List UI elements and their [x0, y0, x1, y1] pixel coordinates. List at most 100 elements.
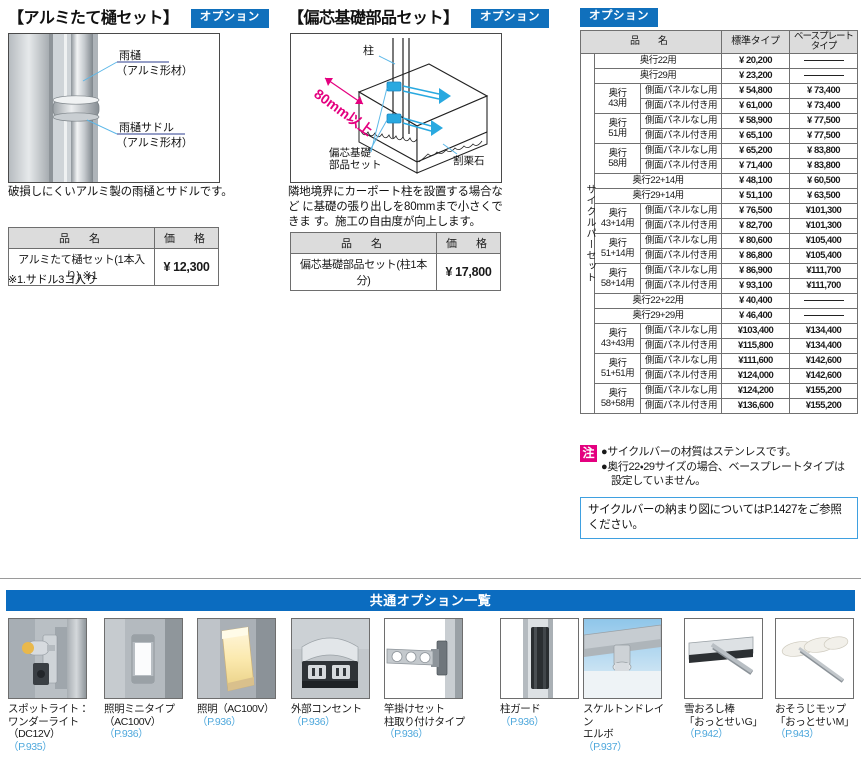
price-value: 12,300 [173, 260, 210, 274]
cell-panel-variant: 側面パネル付き用 [639, 218, 723, 234]
cell-price-baseplate: ¥134,400 [789, 323, 859, 339]
gallery-item-caption: 柱ガード（P.936） [500, 703, 590, 728]
svg-text:（アルミ形材）: （アルミ形材） [116, 135, 193, 149]
table-row: 奥行29用¥ 23,200 [581, 68, 859, 84]
gallery-item-page-ref[interactable]: （P.936） [291, 715, 336, 728]
pole-hanger-icon [384, 618, 463, 699]
gallery-item-page-ref[interactable]: （P.936） [104, 728, 149, 740]
cyclebar-price-table: 品 名 標準タイプ ベースプレートタイプ サイクルパーセット奥行22用¥ 20,… [579, 30, 859, 414]
cell-panel-variant: 側面パネル付き用 [639, 158, 723, 174]
col-header-standard: 標準タイプ [721, 30, 791, 54]
table-row: サイクルパーセット奥行22用¥ 20,200 [580, 53, 859, 414]
cell-price-baseplate: ¥ 60,500 [789, 173, 859, 189]
table-row: 側面パネル付き用¥124,000¥142,600 [581, 368, 859, 384]
cell-price-baseplate: ¥ 77,500 [789, 128, 859, 144]
gallery-item-page-ref[interactable]: （P.936） [197, 715, 242, 728]
cell-product-name: アルミたて樋セット(1本入り) ※1 [8, 248, 155, 286]
cell-price-standard: ¥ 58,900 [721, 113, 791, 129]
cell-price-standard: ¥124,000 [721, 368, 791, 384]
section2-header: 【偏芯基礎部品セット】 オプション [288, 4, 549, 31]
gallery-item[interactable]: 雪おろし棒「おっとせいG」（P.942） [684, 618, 774, 741]
cell-price-standard: ¥103,400 [721, 323, 791, 339]
gallery-item-page-ref[interactable]: （P.936） [500, 715, 545, 728]
col-header-name: 品 名 [579, 30, 723, 54]
eccentric-foundation-diagram-icon: 80mm以上 柱 偏芯基礎 部品セット 割栗石 [291, 34, 501, 182]
gallery-item[interactable]: 外部コンセント（P.936） [291, 618, 381, 728]
cell-price-baseplate: ¥111,700 [789, 263, 859, 279]
cell-price-standard: ¥ 65,200 [721, 143, 791, 159]
gallery-item-page-ref[interactable]: （P.936） [384, 728, 429, 740]
col-header-price: 価 格 [436, 232, 501, 254]
cell-price-standard: ¥ 93,100 [721, 278, 791, 294]
cell-panel-variant: 側面パネル付き用 [639, 98, 723, 114]
cell-price-standard: ¥124,200 [721, 383, 791, 399]
cell-price-baseplate: ¥155,200 [789, 383, 859, 399]
cell-price-baseplate: ¥111,700 [789, 278, 859, 294]
cell-price-standard: ¥ 65,100 [721, 128, 791, 144]
gallery-item[interactable]: スポットライト：ワンダーライト（DC12V）（P.935） [8, 618, 98, 753]
cell-price-baseplate: ¥142,600 [789, 368, 859, 384]
gallery-item-page-ref[interactable]: （P.943） [775, 728, 820, 740]
table-header-row: 品 名 標準タイプ ベースプレートタイプ [579, 30, 859, 54]
caution-item-2: 設定していません。 [611, 475, 706, 487]
cleaning-mop-icon [775, 618, 854, 699]
col-header-price: 価 格 [154, 227, 219, 249]
gallery-item[interactable]: おそうじモップ「おっとせいM」（P.943） [775, 618, 861, 741]
svg-text:雨樋: 雨樋 [119, 48, 141, 62]
cell-price-standard: ¥ 80,600 [721, 233, 791, 249]
cell-price-baseplate [789, 293, 859, 309]
svg-text:偏芯基礎: 偏芯基礎 [329, 146, 371, 159]
gallery-item[interactable]: 照明（AC100V）（P.936） [197, 618, 287, 728]
section1-illustration: 雨樋 （アルミ形材） 雨樋サドル （アルミ形材） [8, 33, 220, 183]
cell-panel-variant: 側面パネルなし用 [639, 143, 723, 159]
section3-price-table-wrap: 品 名 標準タイプ ベースプレートタイプ サイクルパーセット奥行22用¥ 20,… [579, 30, 859, 414]
cell-price-standard: ¥115,800 [721, 338, 791, 354]
table-row: 偏芯基礎部品セット(柱1本分) ¥17,800 [290, 253, 501, 291]
cell-panel-variant: 側面パネルなし用 [639, 353, 723, 369]
cell-price-standard: ¥ 48,100 [721, 173, 791, 189]
gallery-item-page-ref[interactable]: （P.935） [8, 740, 53, 753]
section1-header: 【アルミたて樋セット】 オプション [8, 4, 269, 31]
cell-price-standard: ¥ 71,400 [721, 158, 791, 174]
table-row: 側面パネル付き用¥ 61,000¥ 73,400 [581, 98, 859, 114]
table-row: 奥行22+14用¥ 48,100¥ 60,500 [581, 173, 859, 189]
col-header-name: 品 名 [8, 227, 155, 249]
gallery-item[interactable]: 照明ミニタイプ（AC100V）（P.936） [104, 618, 194, 741]
cell-price-standard: ¥136,600 [721, 398, 791, 414]
table-row: 奥行29+14用¥ 51,100¥ 63,500 [581, 188, 859, 204]
table-row: 側面パネル付き用¥136,600¥155,200 [581, 398, 859, 414]
cell-panel-variant: 側面パネル付き用 [639, 368, 723, 384]
cell-price-standard: ¥ 76,500 [721, 203, 791, 219]
gallery-item[interactable]: スケルトンドレインエルボ（P.937） [583, 618, 673, 753]
cell-price-baseplate [789, 68, 859, 84]
yen-symbol: ¥ [163, 260, 171, 274]
cell-product-name: 奥行29+29用 [593, 308, 723, 324]
table-row: 奥行22+22用¥ 40,400 [581, 293, 859, 309]
cell-panel-variant: 側面パネルなし用 [639, 323, 723, 339]
cell-price-standard: ¥ 23,200 [721, 68, 791, 84]
cell-price-baseplate: ¥ 83,800 [789, 143, 859, 159]
gallery-item-page-ref[interactable]: （P.942） [684, 728, 729, 740]
gallery-item[interactable]: 柱ガード（P.936） [500, 618, 590, 728]
cell-panel-variant: 側面パネル付き用 [639, 278, 723, 294]
gallery-item-caption: おそうじモップ「おっとせいM」（P.943） [775, 703, 861, 741]
gallery-item[interactable]: 竿掛けセット柱取り付けタイプ（P.936） [384, 618, 474, 741]
cell-panel-variant: 側面パネルなし用 [639, 383, 723, 399]
cell-panel-variant: 側面パネル付き用 [639, 398, 723, 414]
vertical-category-text: サイクルパーセット [584, 184, 595, 283]
section3-caution: 注 ●サイクルバーの材質はステンレスです。 ●奥行22・29サイズの場合、ベース… [580, 445, 856, 489]
gallery-item-page-ref[interactable]: （P.937） [583, 740, 628, 753]
cell-product-name: 奥行29用 [593, 68, 723, 84]
cell-product-name: 偏芯基礎部品セット(柱1本分) [290, 253, 437, 291]
yen-symbol: ¥ [445, 265, 453, 279]
cell-price: ¥12,300 [154, 248, 219, 286]
cell-price-baseplate: ¥ 77,500 [789, 113, 859, 129]
table-header-row: 品 名 価 格 [290, 232, 501, 254]
cell-price-baseplate: ¥ 83,800 [789, 158, 859, 174]
